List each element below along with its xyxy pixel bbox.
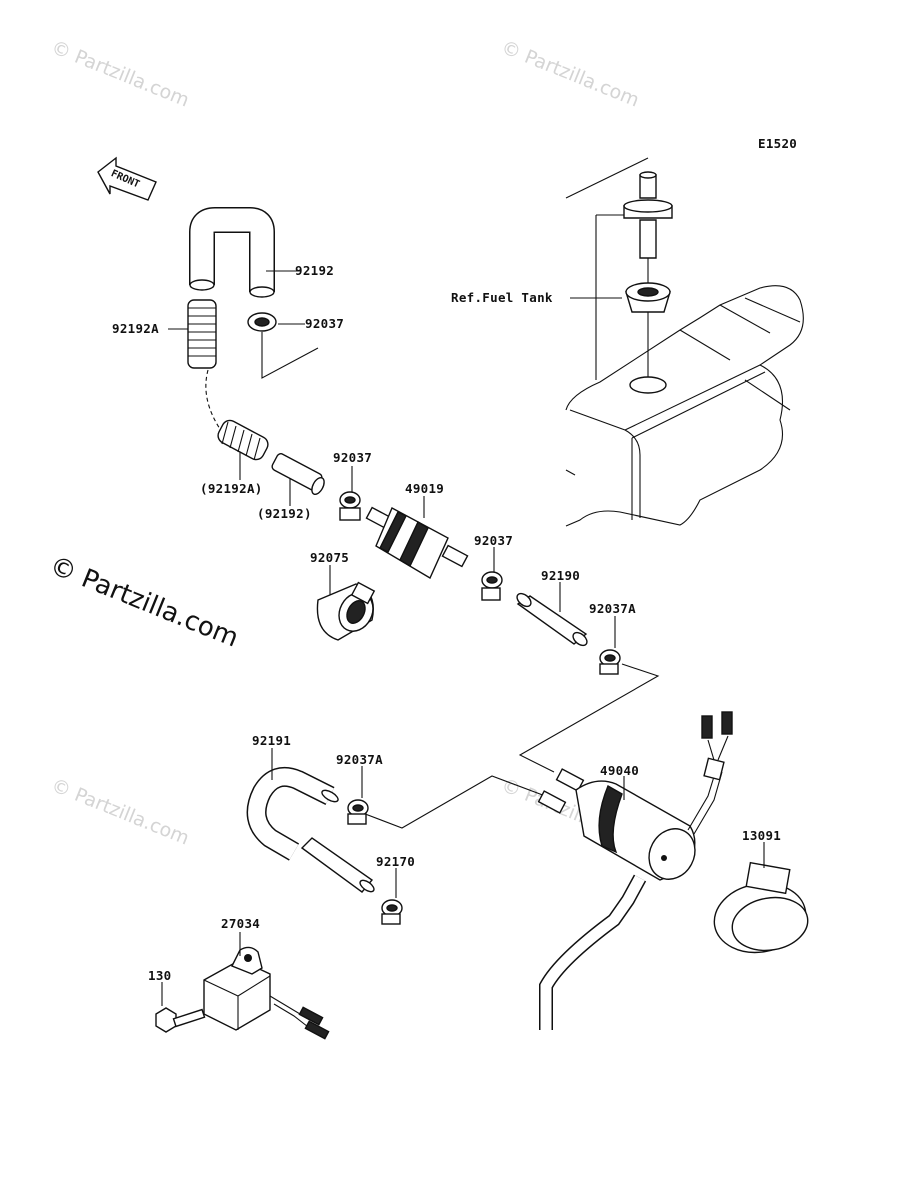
hose-92191 [246,767,375,893]
clamp-92037-right [481,571,503,601]
clamp-92037-mid [339,491,361,521]
watermark-bottom-left: © Partzilla.com [48,774,192,849]
label-92037A-left: 92037A [336,752,383,767]
clamp-92037A-right [599,649,621,675]
spring-92192A-secondary [217,419,269,461]
clamp-92170 [381,899,403,925]
watermark-main: © Partzilla.com [45,551,242,654]
fuel-pump-49040 [537,711,733,1030]
clamp-92037A-left [347,799,369,825]
label-27034: 27034 [221,916,260,931]
label-92037-top: 92037 [305,316,344,331]
label-92075: 92075 [310,550,349,565]
label-13091: 13091 [742,828,781,843]
label-49040: 49040 [600,763,639,778]
band-13091 [713,861,809,954]
label-ref-fuel-tank: Ref.Fuel Tank [451,290,553,305]
label-92192-top: 92192 [295,263,334,278]
igniter-27034 [203,946,330,1040]
clamp-92037-top [247,312,319,379]
bolt-130 [155,1007,206,1033]
label-92037-mid: 92037 [333,450,372,465]
watermarks: © Partzilla.com © Partzilla.com © Partzi… [45,36,642,849]
diagram-code: E1520 [758,136,797,151]
watermark-top-right: © Partzilla.com [498,36,642,111]
hose-92192-top [189,207,275,298]
label-92170: 92170 [376,854,415,869]
label-92192A: 92192A [112,321,159,336]
hose-92190 [516,592,588,647]
label-49019: 49019 [405,481,444,496]
front-arrow-icon: FRONT [97,156,157,201]
hose-92192-small [271,453,325,495]
grommet-92075 [316,581,376,641]
label-92037A-right: 92037A [589,601,636,616]
spring-92192A [187,299,223,433]
fuel-tank [565,157,804,527]
fuel-filter-49019 [365,506,469,580]
label-130: 130 [148,968,171,983]
label-92190: 92190 [541,568,580,583]
label-92192-paren: (92192) [257,506,312,521]
label-92037-right: 92037 [474,533,513,548]
watermark-top-left: © Partzilla.com [48,36,192,111]
label-92192A-paren: (92192A) [200,481,263,496]
label-92191: 92191 [252,733,291,748]
